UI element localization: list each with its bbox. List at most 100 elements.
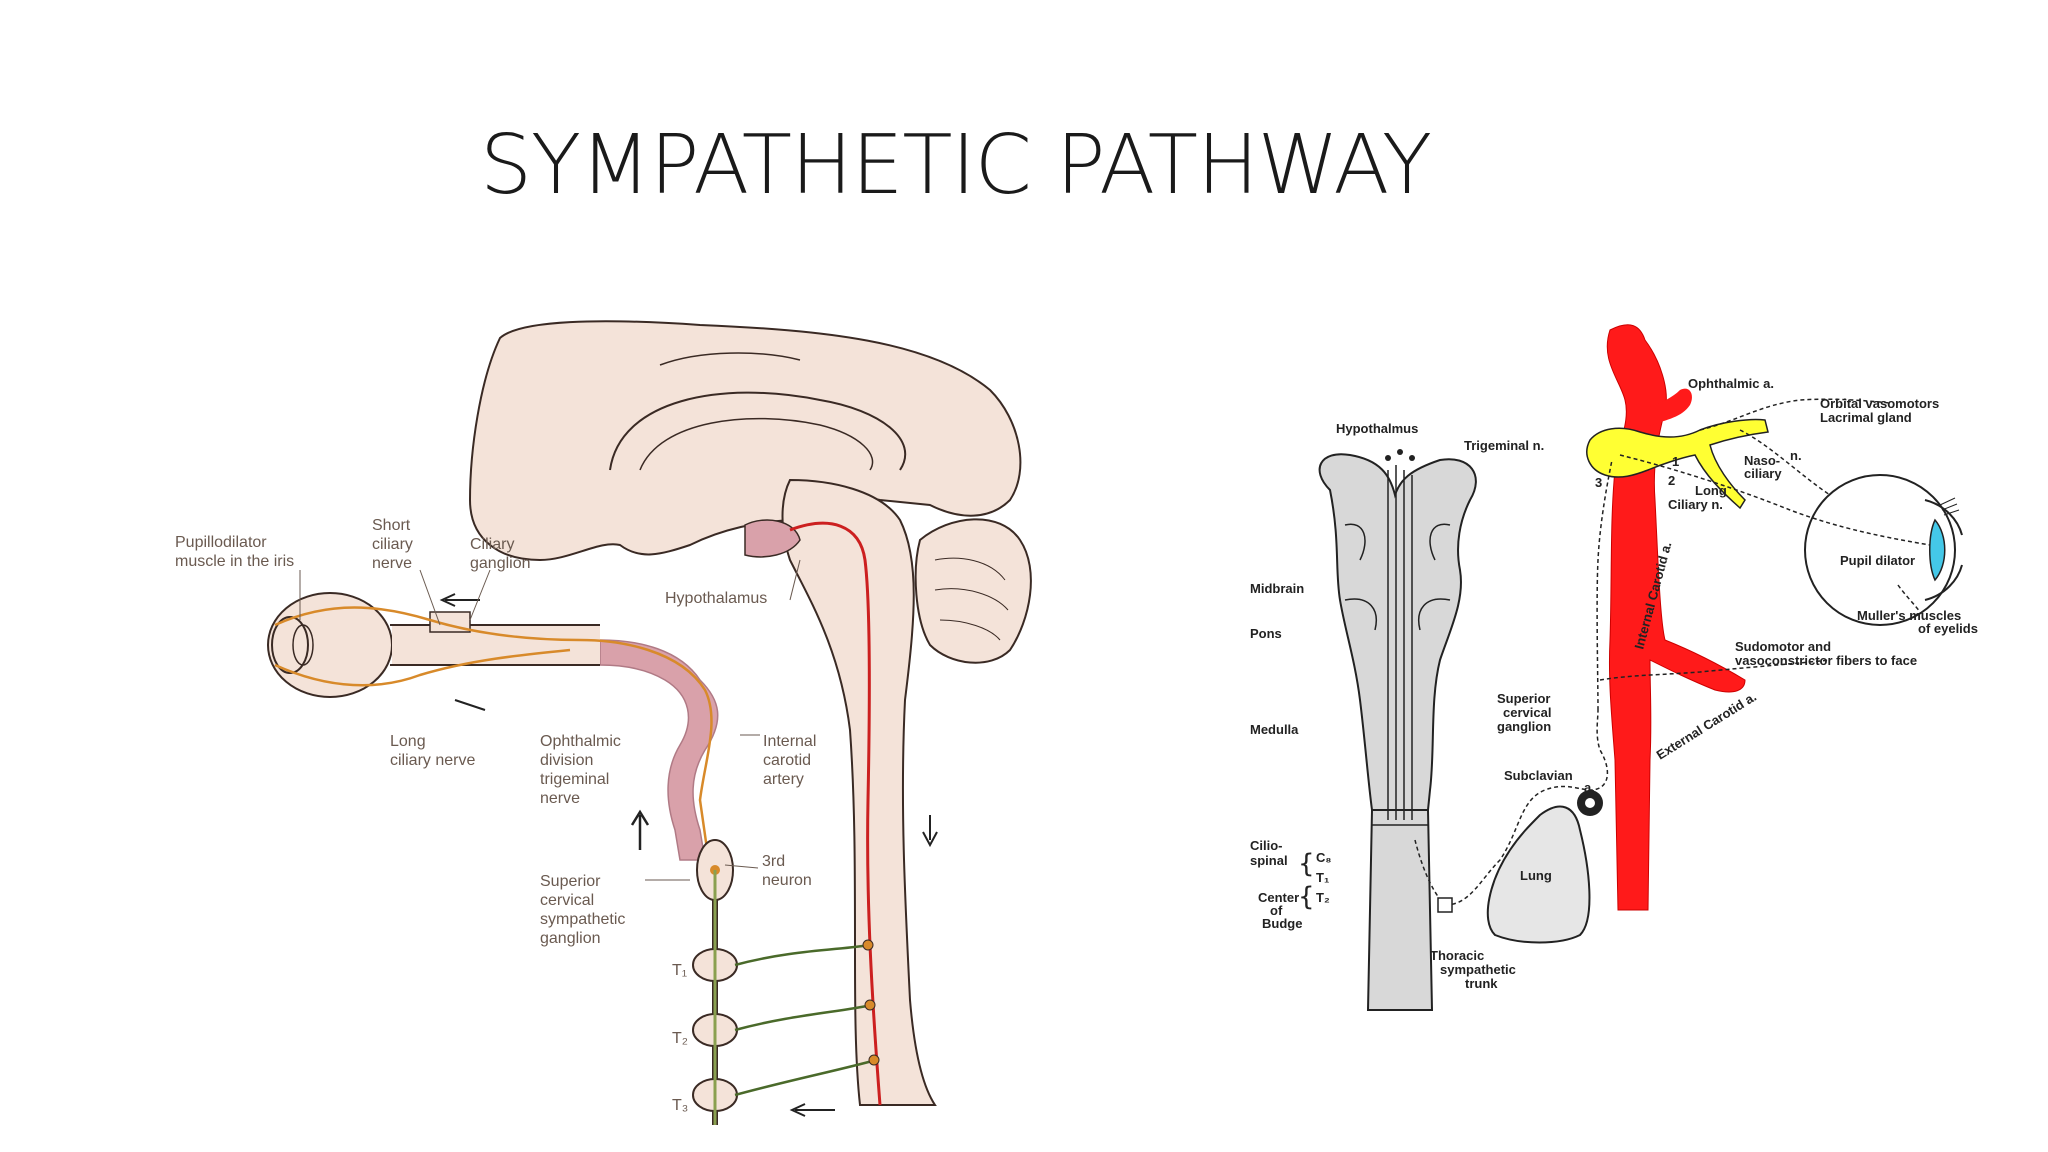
right-brainstem (1318, 453, 1477, 811)
rlabel-t2: T₂ (1316, 890, 1330, 905)
svg-text:Pupillodilator: Pupillodilator (175, 534, 267, 551)
svg-text:ciliary: ciliary (372, 536, 413, 553)
svg-text:ciliary nerve: ciliary nerve (390, 752, 475, 769)
svg-text:Cilio-: Cilio- (1250, 838, 1283, 853)
rlabel-naso-2: ciliary (1744, 466, 1782, 481)
arrow-left-bottom (789, 1103, 835, 1117)
slide-title: SYMPATHETIC PATHWAY (480, 118, 1432, 213)
label-long-ciliary-2: ciliary nerve (390, 752, 475, 769)
rlabel-thoracic-3: trunk (1465, 976, 1498, 991)
rlabel-pupil-dilator: Pupil dilator (1840, 553, 1915, 568)
right-diagram: Hypothalmus Midbrain Pons Medulla Cilio-… (1250, 324, 1978, 1011)
svg-text:External Carotid a.: External Carotid a. (1654, 689, 1759, 763)
svg-text:Superior: Superior (540, 873, 601, 890)
label-left-t3: T₃ (672, 1097, 688, 1114)
svg-text:vasoconstrictor fibers to face: vasoconstrictor fibers to face (1735, 653, 1917, 668)
svg-text:Trigeminal n.: Trigeminal n. (1464, 438, 1544, 453)
svg-text:Muller's muscles: Muller's muscles (1857, 608, 1961, 623)
central-fiber-red (789, 521, 882, 1106)
label-scg-1: Superior (540, 873, 601, 890)
svg-text:Naso-: Naso- (1744, 453, 1780, 468)
rlabel-medulla: Medulla (1250, 722, 1299, 737)
svg-text:Center: Center (1258, 890, 1299, 905)
rlabel-naso-n: n. (1790, 448, 1802, 463)
svg-text:nerve: nerve (372, 555, 412, 572)
svg-text:Superior: Superior (1497, 691, 1550, 706)
rlabel-t1: T₁ (1316, 870, 1329, 885)
short-ciliary-nerve-path (274, 606, 713, 871)
rlabel-ciliospinal-2: spinal (1250, 853, 1288, 868)
svg-text:Subclavian: Subclavian (1504, 768, 1573, 783)
svg-text:1: 1 (1672, 454, 1679, 469)
arrow-left-top (439, 593, 480, 607)
lung-shape (1486, 805, 1591, 944)
label-scg-4: ganglion (540, 930, 601, 947)
svg-text:3: 3 (1595, 475, 1602, 490)
svg-text:Internal: Internal (763, 733, 816, 750)
svg-text:Hypothalmus: Hypothalmus (1336, 421, 1418, 436)
svg-text:T₁: T₁ (1316, 870, 1329, 885)
svg-text:ganglion: ganglion (1497, 719, 1551, 734)
svg-text:Lung: Lung (1520, 868, 1552, 883)
rlabel-long-ciliary-1: Long (1695, 483, 1727, 498)
label-internal-carotid-3: artery (763, 771, 804, 788)
svg-text:Long: Long (1695, 483, 1727, 498)
svg-text:Hypothalamus: Hypothalamus (665, 590, 767, 607)
svg-text:Ciliary: Ciliary (470, 536, 514, 553)
rlabel-scg-2: cervical (1503, 705, 1551, 720)
svg-text:carotid: carotid (763, 752, 811, 769)
rlabel-pons: Pons (1250, 626, 1282, 641)
rlabel-muller-1: Muller's muscles (1857, 608, 1961, 623)
rlabel-c8: C₈ (1316, 850, 1331, 865)
label-internal-carotid-1: Internal (763, 733, 816, 750)
label-short-ciliary-3: nerve (372, 555, 412, 572)
svg-text:Sudomotor and: Sudomotor and (1735, 639, 1831, 654)
svg-text:Lacrimal gland: Lacrimal gland (1820, 410, 1912, 425)
svg-text:sympathetic: sympathetic (540, 911, 625, 928)
brace-1: { (1298, 849, 1315, 879)
rlabel-subclavian-2: a. (1584, 780, 1595, 795)
arrow-left-lower (454, 699, 486, 711)
rlabel-hypothalmus: Hypothalmus (1336, 421, 1418, 436)
rlabel-trigeminal: Trigeminal n. (1464, 438, 1544, 453)
rlabel-orbital-1: Orbital vasomotors (1820, 396, 1939, 411)
svg-text:ganglion: ganglion (470, 555, 531, 572)
label-short-ciliary-1: Short (372, 517, 411, 534)
label-internal-carotid-2: carotid (763, 752, 811, 769)
svg-text:cervical: cervical (1503, 705, 1551, 720)
rlabel-muller-2: of eyelids (1918, 621, 1978, 636)
hypothalamus-shape (744, 519, 801, 558)
label-ophthalmic-4: nerve (540, 790, 580, 807)
left-diagram: Pupillodilator muscle in the iris Short … (175, 320, 1032, 1125)
label-left-t1: T₁ (672, 962, 687, 979)
label-third-neuron-1: 3rd (762, 853, 785, 870)
svg-text:T₁: T₁ (672, 962, 687, 979)
svg-text:trigeminal: trigeminal (540, 771, 609, 788)
label-long-ciliary-1: Long (390, 733, 426, 750)
svg-text:division: division (540, 752, 593, 769)
ophthalmic-artery-red (1640, 388, 1692, 430)
rlabel-sudomotor-2: vasoconstrictor fibers to face (1735, 653, 1917, 668)
rlabel-long-ciliary-2: Ciliary n. (1668, 497, 1723, 512)
rlabel-num3: 3 (1595, 475, 1602, 490)
svg-text:neuron: neuron (762, 872, 812, 889)
svg-text:n.: n. (1790, 448, 1802, 463)
right-eyeball (1804, 474, 1956, 626)
rlabel-scg-3: ganglion (1497, 719, 1551, 734)
iris-cyan (1929, 518, 1946, 582)
svg-text:Ophthalmic: Ophthalmic (540, 733, 621, 750)
brace-2: { (1298, 882, 1315, 912)
svg-text:Medulla: Medulla (1250, 722, 1299, 737)
rlabel-num2: 2 (1668, 473, 1675, 488)
green-fiber-t1 (734, 943, 871, 967)
svg-text:Ophthalmic a.: Ophthalmic a. (1688, 376, 1774, 391)
svg-text:spinal: spinal (1250, 853, 1288, 868)
rlabel-lung: Lung (1520, 868, 1552, 883)
svg-text:artery: artery (763, 771, 804, 788)
svg-text:of eyelids: of eyelids (1918, 621, 1978, 636)
label-ophthalmic-3: trigeminal (540, 771, 609, 788)
rlabel-num1: 1 (1672, 454, 1679, 469)
label-third-neuron-2: neuron (762, 872, 812, 889)
label-short-ciliary-2: ciliary (372, 536, 413, 553)
